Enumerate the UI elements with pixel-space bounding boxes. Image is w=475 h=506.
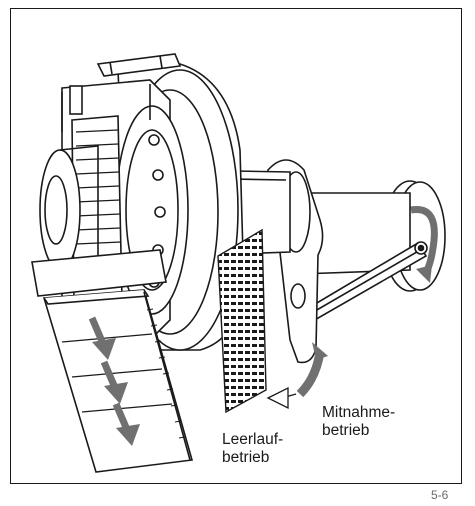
drive-label: Mitnahme- betrieb [322, 404, 395, 440]
figure-number: 5-6 [431, 488, 449, 502]
belt-direction-arrow-icon [88, 316, 140, 446]
freewheel-label-line1: Leerlauf- [222, 431, 284, 448]
freewheel-label-line2: betrieb [222, 449, 270, 466]
swing-arrow-icon [266, 342, 328, 410]
toothed-belt-front [42, 289, 194, 473]
shaft [299, 192, 411, 275]
figure-frame [10, 8, 462, 484]
drive-label-line2: betrieb [322, 422, 370, 439]
freewheel-label: Leerlauf- betrieb [222, 431, 283, 467]
rotation-arrow-icon [410, 206, 438, 283]
toothed-belt-back [217, 228, 267, 414]
sprocket-assembly [31, 79, 189, 347]
drive-label-line1: Mitnahme- [322, 404, 396, 421]
